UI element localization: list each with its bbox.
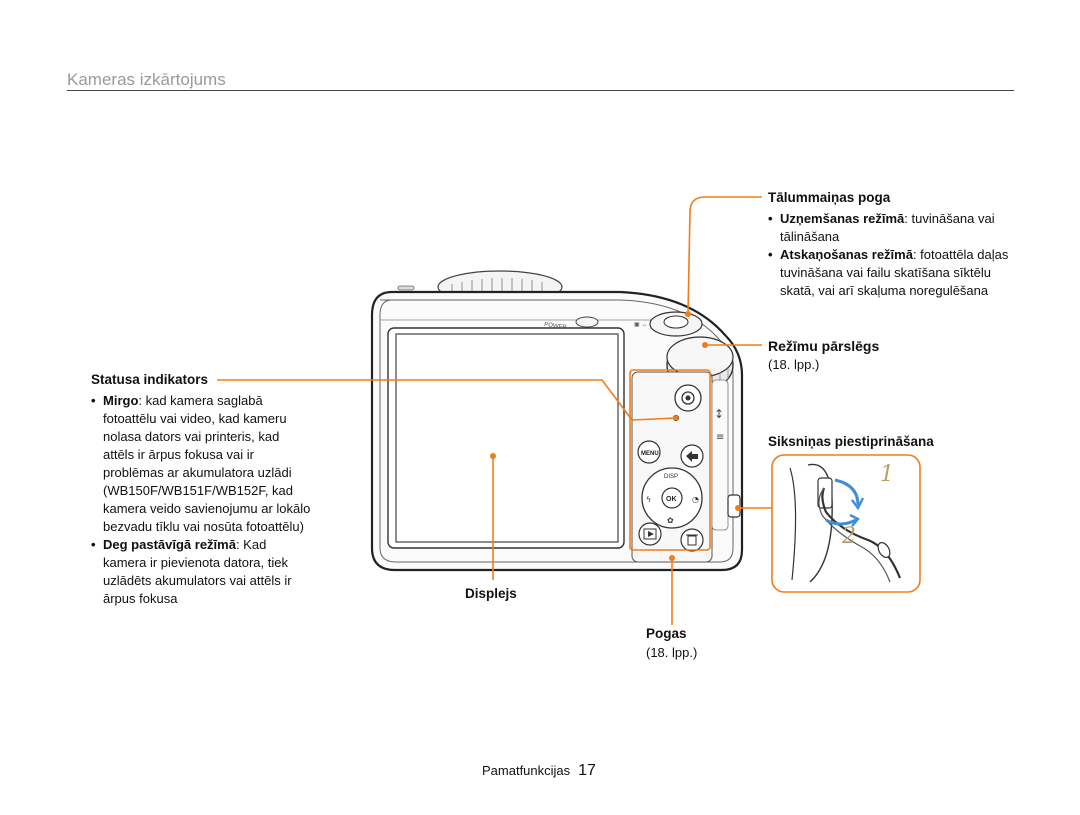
strap-title: Siksniņas piestiprināšana: [768, 434, 934, 449]
mode-dial-title: Režīmu pārslēgs: [768, 338, 880, 354]
chapter-name: Pamatfunkcijas: [482, 763, 571, 778]
buttons-title: Pogas: [646, 626, 687, 641]
power-button: [575, 316, 599, 328]
power-label: POWER: [544, 322, 568, 331]
timer-icon: ◔: [692, 495, 699, 504]
ok-button: OK: [666, 496, 677, 503]
zoom-button-title: Tālummaiņas poga: [768, 190, 891, 205]
callout-lines: [217, 196, 921, 625]
back-icon: [680, 444, 704, 468]
strap-illustration: [789, 463, 902, 583]
menu-icon: MENU: [637, 440, 661, 464]
section-title: Kameras izkārtojums: [67, 70, 226, 89]
page-footer: Pamatfunkcijas 17: [482, 762, 596, 780]
status-indicator-title: Statusa indikators: [91, 372, 209, 387]
strap-step-1: 1: [880, 462, 894, 487]
zoom-lever-icon: [649, 311, 703, 337]
zoom-item-shooting: Uzņemšanas režīmā: tuvināšana vai tālinā…: [768, 210, 1014, 246]
page-number: 17: [578, 762, 596, 779]
macro-icon: ✿: [667, 516, 674, 525]
svg-text:MENU: MENU: [641, 451, 659, 457]
status-indicator-item-steady: Deg pastāvīgā režīmā: Kad kamera ir piev…: [91, 536, 313, 608]
status-indicator-item-blinking: Mirgo: kad kamera saglabā fotoattēlu vai…: [91, 392, 313, 536]
record-icon: [674, 384, 702, 412]
header-rule: [67, 90, 1014, 91]
delete-icon: [680, 528, 704, 552]
lcd-display: [395, 333, 619, 543]
status-indicator-description: Mirgo: kad kamera saglabā fotoattēlu vai…: [91, 392, 313, 608]
svg-text:▣ ↔: ▣ ↔: [634, 322, 647, 328]
svg-text:≡: ≡: [716, 432, 724, 443]
strap-arrows: [825, 478, 865, 527]
disp-label: DISP: [664, 474, 678, 480]
mode-dial-ref: (18. lpp.): [768, 357, 820, 372]
svg-text:↕: ↕: [714, 407, 724, 421]
buttons-ref: (18. lpp.): [646, 645, 698, 660]
navigation-pad: OK DISP ϟ ◔ ✿: [641, 467, 703, 529]
flash-icon: ϟ: [646, 495, 651, 504]
playback-icon: [638, 522, 662, 546]
zoom-item-playback: Atskaņošanas režīmā: fotoattēla daļas tu…: [768, 246, 1014, 300]
strap-step-2: 2: [841, 524, 856, 549]
display-title: Displejs: [465, 586, 517, 601]
zoom-button-description: Uzņemšanas režīmā: tuvināšana vai tālinā…: [768, 210, 1014, 300]
